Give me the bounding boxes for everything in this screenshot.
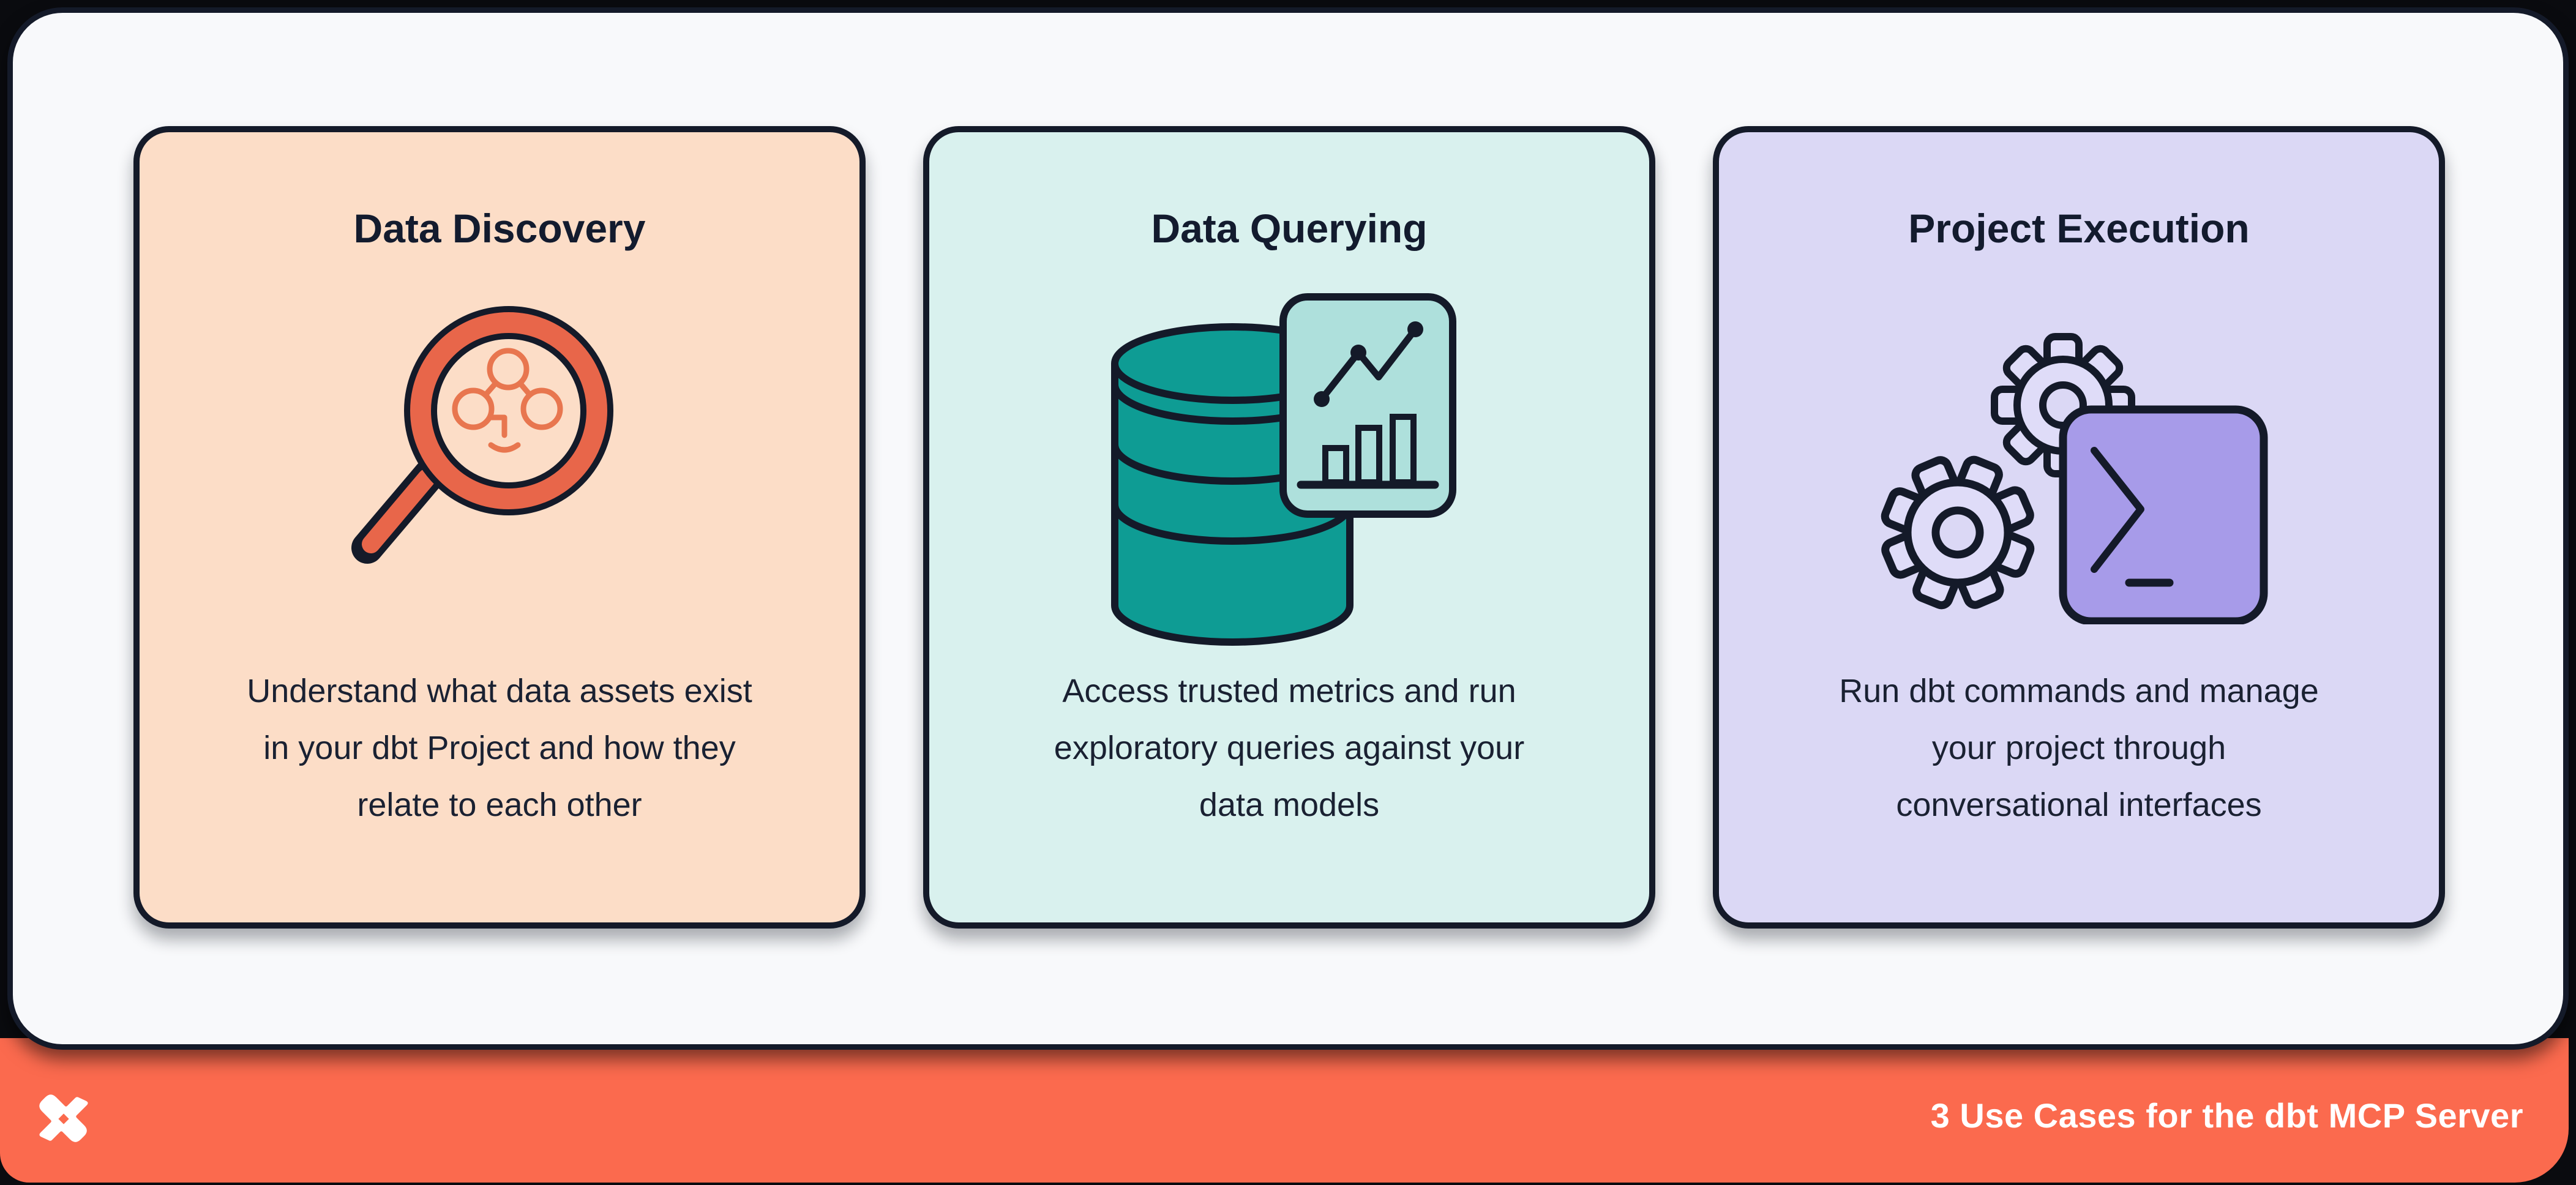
card-data-discovery: Data Discovery <box>133 126 866 929</box>
card-project-execution: Project Execution <box>1713 126 2445 929</box>
desc-line: in your dbt Project and how they <box>263 730 736 766</box>
desc-line: exploratory queries against your <box>1054 730 1525 766</box>
card-description: Understand what data assets exist in you… <box>201 663 798 834</box>
card-description: Run dbt commands and manage your project… <box>1780 663 2378 834</box>
card-data-querying: Data Querying <box>923 126 1655 929</box>
desc-line: relate to each other <box>357 787 642 823</box>
card-icon-wrap <box>140 276 859 619</box>
card-description: Access trusted metrics and run explorato… <box>990 663 1588 834</box>
desc-line: Access trusted metrics and run <box>1062 673 1516 709</box>
footer-bar: 3 Use Cases for the dbt MCP Server <box>0 1038 2569 1183</box>
card-title: Project Execution <box>1908 206 2250 251</box>
desc-line: Run dbt commands and manage <box>1839 673 2319 709</box>
card-icon-wrap <box>1719 282 2439 624</box>
magnifier-lineage-icon <box>351 306 613 564</box>
gears-terminal-icon <box>1881 333 2268 624</box>
footer-caption: 3 Use Cases for the dbt MCP Server <box>1930 1096 2523 1135</box>
desc-line: data models <box>1199 787 1380 823</box>
card-icon-wrap <box>929 288 1649 679</box>
cards-row: Data Discovery <box>133 126 2445 929</box>
card-title: Data Querying <box>1151 206 1428 251</box>
dbt-logo-icon <box>39 1094 88 1142</box>
desc-line: Understand what data assets exist <box>247 673 752 709</box>
database-chart-icon <box>1111 293 1456 646</box>
desc-line: conversational interfaces <box>1896 787 2262 823</box>
card-title: Data Discovery <box>353 206 646 251</box>
desc-line: your project through <box>1931 730 2226 766</box>
